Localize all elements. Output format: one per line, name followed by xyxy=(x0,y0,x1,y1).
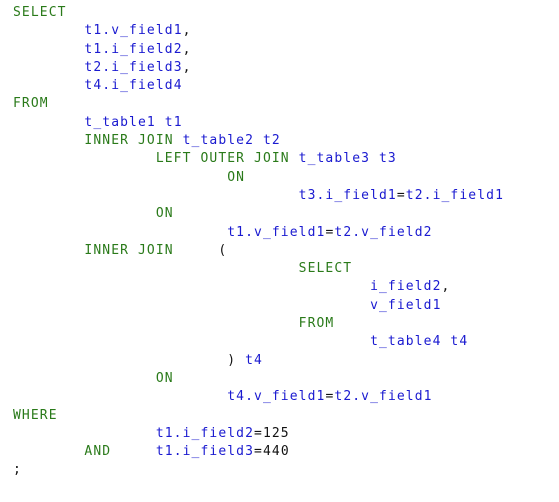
sql-identifier: t4.i_field4 xyxy=(84,78,183,94)
code-indent xyxy=(13,206,156,221)
code-line: t_table1 t1 xyxy=(13,114,504,132)
code-indent xyxy=(13,115,84,130)
code-indent xyxy=(13,243,84,258)
sql-operator xyxy=(111,444,156,459)
code-indent xyxy=(13,389,227,404)
sql-keyword: SELECT xyxy=(13,5,67,20)
code-indent xyxy=(13,426,156,441)
code-indent xyxy=(13,334,370,349)
sql-identifier: t2.v_field1 xyxy=(334,389,433,405)
sql-identifier: t2.i_field1 xyxy=(405,187,504,203)
code-indent xyxy=(13,60,84,75)
sql-identifier: t_table4 t4 xyxy=(370,334,469,350)
code-indent xyxy=(13,188,299,203)
sql-operator: ( xyxy=(173,242,228,258)
code-indent xyxy=(13,371,156,386)
code-line: AND t1.i_field3=440 xyxy=(13,443,504,461)
sql-operator: , xyxy=(441,279,451,295)
sql-operator: = xyxy=(325,389,335,405)
sql-identifier: t2.i_field3 xyxy=(84,59,183,75)
sql-keyword: FROM xyxy=(13,96,49,112)
sql-operator: ; xyxy=(13,462,22,478)
code-indent xyxy=(13,23,84,38)
code-line: t1.i_field2, xyxy=(13,41,504,59)
sql-identifier: t_table1 t1 xyxy=(84,114,183,130)
code-line: t1.i_field2=125 xyxy=(13,425,504,443)
code-line: t4.v_field1=t2.v_field1 xyxy=(13,388,504,406)
sql-keyword: INNER JOIN xyxy=(84,242,174,258)
code-line: ) t4 xyxy=(13,352,504,370)
sql-identifier: t2.v_field2 xyxy=(334,224,433,240)
code-indent xyxy=(13,133,84,148)
code-line: SELECT xyxy=(13,4,504,22)
sql-operator: = xyxy=(325,224,335,240)
code-line: t3.i_field1=t2.i_field1 xyxy=(13,187,504,205)
sql-operator: , xyxy=(182,59,192,75)
code-indent xyxy=(13,151,156,166)
code-line: FROM xyxy=(13,95,504,113)
sql-operator: , xyxy=(182,41,192,57)
code-line: i_field2, xyxy=(13,278,504,296)
sql-identifier: t_table3 t3 xyxy=(298,151,397,167)
sql-identifier: t1.i_field3 xyxy=(155,444,255,460)
sql-identifier: t1.v_field1 xyxy=(227,224,326,240)
code-indent xyxy=(13,279,370,294)
code-line: v_field1 xyxy=(13,297,504,315)
code-line: ON xyxy=(13,370,504,388)
sql-keyword: ON xyxy=(155,370,174,386)
code-line: t2.i_field3, xyxy=(13,59,504,77)
code-indent xyxy=(13,78,84,93)
sql-keyword: FROM xyxy=(298,316,335,332)
code-indent xyxy=(13,225,227,240)
sql-identifier: t1.i_field2 xyxy=(155,425,255,441)
code-line: INNER JOIN t_table2 t2 xyxy=(13,132,504,150)
sql-identifier: t1.i_field2 xyxy=(84,41,183,57)
sql-operator: = xyxy=(396,187,406,203)
sql-keyword: ON xyxy=(227,169,246,185)
sql-identifier: t3.i_field1 xyxy=(298,187,397,203)
sql-operator: =125 xyxy=(254,425,290,441)
sql-identifier: t4 xyxy=(245,352,263,368)
code-line: t4.i_field4 xyxy=(13,77,504,95)
sql-code-block: SELECT t1.v_field1, t1.i_field2, t2.i_fi… xyxy=(13,4,504,480)
code-indent xyxy=(13,316,299,331)
code-line: INNER JOIN ( xyxy=(13,242,504,260)
code-indent xyxy=(13,353,227,368)
code-indent xyxy=(13,42,84,57)
code-line: ON xyxy=(13,205,504,223)
code-indent xyxy=(13,170,227,185)
code-line: t1.v_field1=t2.v_field2 xyxy=(13,224,504,242)
code-line: ; xyxy=(13,461,504,479)
sql-keyword: WHERE xyxy=(13,407,58,423)
sql-operator: , xyxy=(182,23,192,39)
code-line: WHERE xyxy=(13,407,504,425)
sql-operator: =440 xyxy=(254,444,290,460)
sql-identifier: v_field1 xyxy=(370,297,442,313)
code-line: FROM xyxy=(13,315,504,333)
code-line: LEFT OUTER JOIN t_table3 t3 xyxy=(13,150,504,168)
sql-keyword: INNER JOIN xyxy=(84,133,183,149)
sql-keyword: LEFT OUTER JOIN xyxy=(155,151,299,167)
sql-identifier: t4.v_field1 xyxy=(227,389,326,405)
code-line: t_table4 t4 xyxy=(13,333,504,351)
sql-identifier: t1.v_field1 xyxy=(84,23,183,39)
code-line: ON xyxy=(13,169,504,187)
sql-keyword: ON xyxy=(155,206,174,222)
sql-identifier: i_field2 xyxy=(370,279,442,295)
sql-operator: ) xyxy=(227,352,246,368)
code-indent xyxy=(13,298,370,313)
code-line: t1.v_field1, xyxy=(13,22,504,40)
sql-identifier: t_table2 t2 xyxy=(182,133,281,149)
sql-keyword: AND xyxy=(84,444,112,460)
code-indent xyxy=(13,444,84,459)
code-indent xyxy=(13,261,299,276)
sql-keyword: SELECT xyxy=(298,261,353,277)
code-line: SELECT xyxy=(13,260,504,278)
